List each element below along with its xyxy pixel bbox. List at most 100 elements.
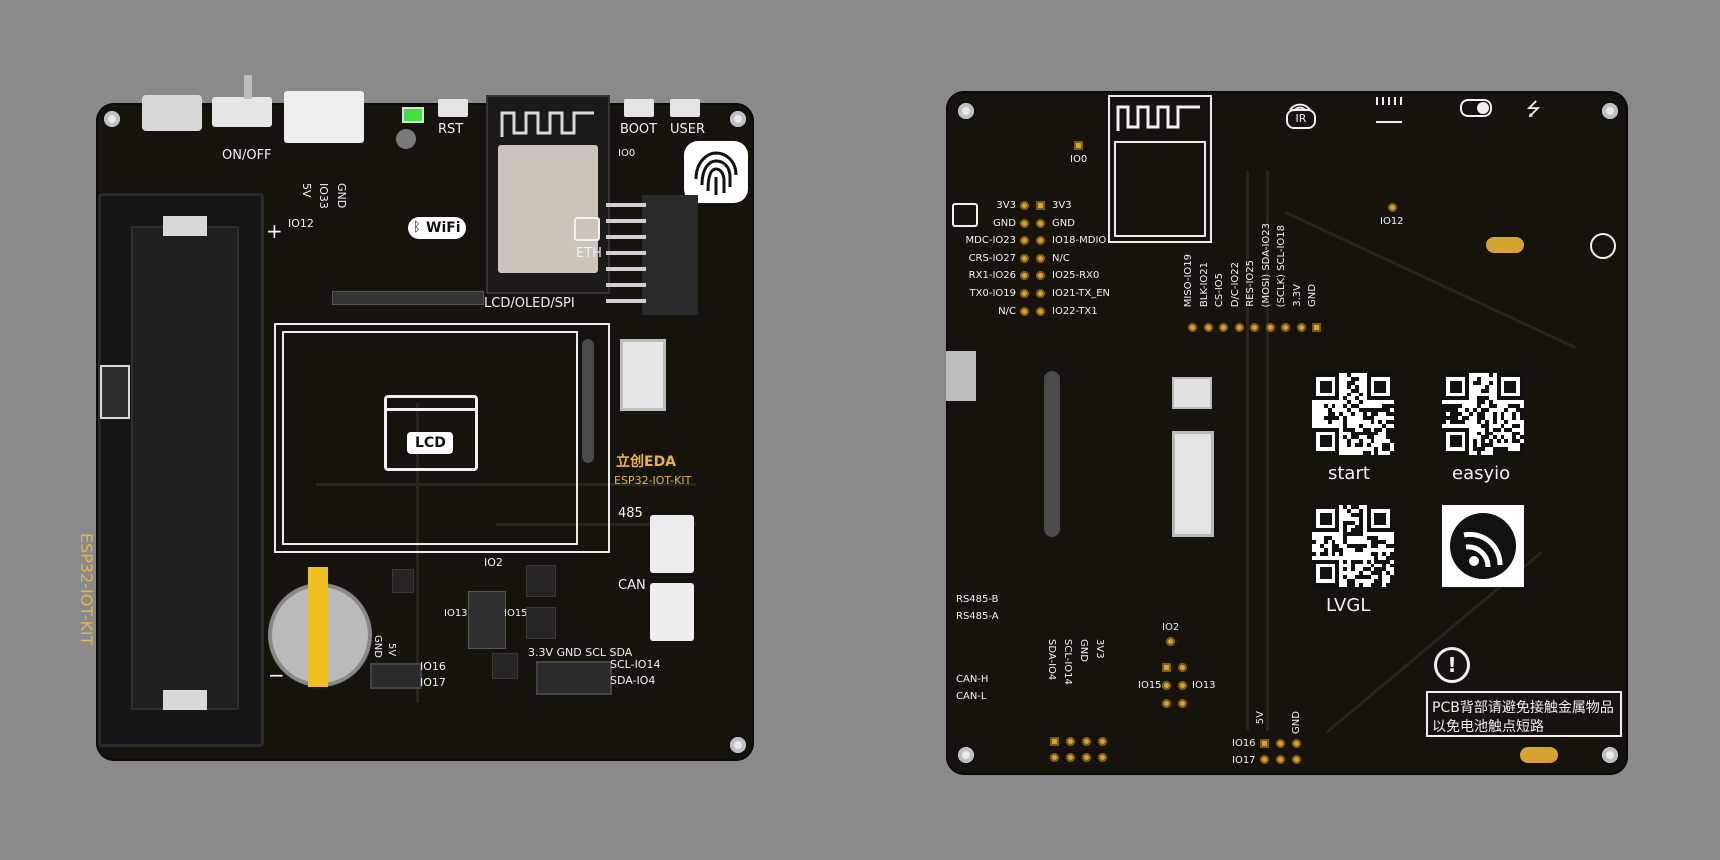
coin-cell-clip xyxy=(308,567,328,687)
boot-label: BOOT xyxy=(620,122,658,137)
fpc-connector-large[interactable] xyxy=(1172,431,1214,537)
battery-slot xyxy=(1044,371,1060,537)
power-switch[interactable] xyxy=(212,97,272,127)
status-led xyxy=(402,107,424,123)
mount-hole xyxy=(958,747,974,763)
io2-label: IO2 xyxy=(484,556,503,569)
lcd-pin-pad xyxy=(1265,323,1275,332)
pin-label-left: N/C xyxy=(998,305,1016,317)
exclamation-icon: ! xyxy=(1434,647,1470,683)
v5-b-label: 5V xyxy=(386,643,397,657)
wifi-text: WiFi xyxy=(426,220,461,236)
pin-label-left: GND xyxy=(993,217,1016,229)
pin-label-right: IO21-TX_EN xyxy=(1052,288,1110,299)
lcd-frame-outer xyxy=(274,323,610,553)
io12-label: IO12 xyxy=(288,217,314,230)
user-button[interactable] xyxy=(670,99,700,117)
ethernet-header[interactable] xyxy=(642,195,698,315)
gnd-label: GND xyxy=(1291,711,1302,734)
onoff-label: ON/OFF xyxy=(222,148,272,163)
lcd-pin-pad xyxy=(1312,323,1321,332)
fingerprint-icon xyxy=(694,151,738,195)
ethernet-icon xyxy=(952,203,978,227)
side-kit-name: ESP32-IOT-KIT xyxy=(77,533,96,646)
pin-label-left: CRS-IO27 xyxy=(968,252,1016,264)
pin-label-right: N/C xyxy=(1052,252,1070,264)
lcd-pin-pad xyxy=(1250,323,1259,332)
rs485-connector[interactable] xyxy=(650,515,694,573)
pin-label-right: IO18-MDIO xyxy=(1052,235,1107,247)
io13-label: IO13 xyxy=(1192,680,1216,691)
io0-label: IO0 xyxy=(1070,154,1088,165)
battery-contact xyxy=(1520,747,1558,763)
lcd-pin-label: RES-IO25 xyxy=(1245,260,1256,307)
battery-holder xyxy=(98,193,264,747)
pin-label-left: TX0-IO19 xyxy=(969,288,1016,299)
fpc-connector[interactable] xyxy=(620,339,666,411)
lcd-pin-label: (SCLK) SCL-IO18 xyxy=(1276,224,1287,307)
io2-label: IO2 xyxy=(1162,622,1180,633)
usb-c-connector xyxy=(142,95,202,131)
user-label: USER xyxy=(670,122,706,137)
io12-label: IO12 xyxy=(1380,216,1404,227)
mount-hole xyxy=(1602,103,1618,119)
battery-contact-bottom xyxy=(163,690,207,710)
battery-slot xyxy=(131,226,239,710)
i2c-header[interactable] xyxy=(536,661,612,695)
io17-label: IO17 xyxy=(420,676,446,689)
pin-pad xyxy=(1036,289,1045,298)
warning-box: PCB背部请避免接触金属物品 以免电池触点短路 xyxy=(1426,691,1622,737)
lcd-pin-label: D/C-IO22 xyxy=(1229,261,1241,307)
lcd-pin-pad xyxy=(1234,323,1244,332)
toggle-icon xyxy=(1460,99,1492,117)
lcd-pin-label: (MOSI) SDA-IO23 xyxy=(1260,222,1272,307)
fpc-connector-small[interactable] xyxy=(1172,377,1212,409)
pin-pad xyxy=(1020,201,1029,210)
pin-pad xyxy=(1020,253,1029,263)
power-icon xyxy=(1590,233,1616,259)
lcd-text: LCD xyxy=(415,435,446,451)
lcd-spi-header[interactable] xyxy=(332,291,484,305)
v5-label: 5V xyxy=(1255,711,1266,725)
ethernet-icon xyxy=(574,217,600,241)
power-header[interactable] xyxy=(370,663,422,689)
rs485b-label: RS485-B xyxy=(956,594,999,605)
coin-cell-holder xyxy=(268,567,372,687)
canh-label: CAN-H xyxy=(956,674,989,685)
touch-pad[interactable] xyxy=(684,141,748,203)
lcd-window-icon: LCD xyxy=(384,395,478,471)
lcd-pin-pad xyxy=(1296,323,1306,332)
pin-pad xyxy=(1020,218,1029,228)
can-connector[interactable] xyxy=(650,583,694,641)
light-sensor xyxy=(396,129,416,149)
module-outline xyxy=(1108,95,1212,243)
switch-lever[interactable] xyxy=(244,75,252,99)
lcd-pin-label: MISO-IO19 xyxy=(1183,253,1194,307)
pin-pad xyxy=(1020,236,1029,246)
qr-easyio-label: easyio xyxy=(1452,463,1511,484)
kit-name: ESP32-IOT-KIT xyxy=(614,474,692,487)
sda-label: SDA-IO4 xyxy=(610,674,656,687)
led-icon xyxy=(1376,97,1402,123)
i2c-pin-label: GND xyxy=(1078,639,1089,662)
espressif-logo xyxy=(1442,505,1524,587)
io-jumper[interactable] xyxy=(468,591,506,649)
io16-label: IO16 xyxy=(420,660,446,673)
v5-label: 5V xyxy=(300,183,313,198)
io15-label: IO15 xyxy=(504,608,528,619)
lcd-frame-inner xyxy=(282,331,578,545)
pin-pad xyxy=(1020,289,1029,298)
ir-icon: IR xyxy=(1286,97,1316,129)
pin-label-left: RX1-IO26 xyxy=(968,270,1016,282)
pin-label-right: 3V3 xyxy=(1052,200,1072,211)
lcd-pin-pad xyxy=(1219,323,1228,332)
gnd-label: GND xyxy=(335,183,348,209)
boot-button[interactable] xyxy=(624,99,654,117)
pin-pad xyxy=(1020,306,1029,316)
antenna-icon xyxy=(1116,105,1200,131)
pin-label-right: IO22-TX1 xyxy=(1052,305,1098,317)
rst-button[interactable] xyxy=(438,99,468,117)
